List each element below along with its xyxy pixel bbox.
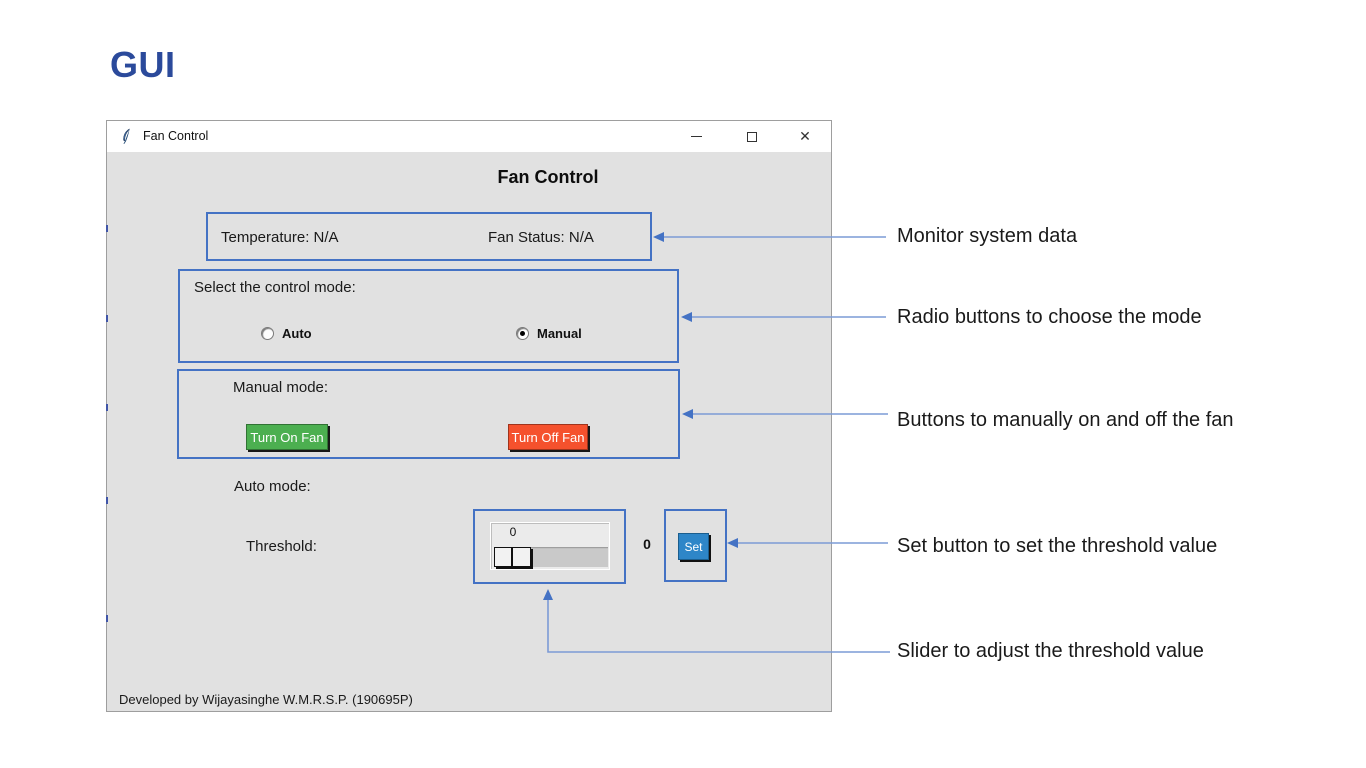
minimize-icon xyxy=(690,136,702,137)
slide-title: GUI xyxy=(110,44,176,85)
manual-mode-box: Manual mode: Turn On Fan Turn Off Fan xyxy=(177,369,680,459)
callout-radio: Radio buttons to choose the mode xyxy=(897,306,1202,328)
fan-status-readout: Fan Status: N/A xyxy=(488,229,594,246)
callout-monitor: Monitor system data xyxy=(897,225,1078,247)
threshold-caption: Threshold: xyxy=(246,538,317,555)
callout-set-button: Set button to set the threshold value xyxy=(897,535,1218,557)
edge-tick xyxy=(106,225,108,232)
close-icon: ✕ xyxy=(799,128,811,144)
minimize-button[interactable] xyxy=(673,121,719,152)
threshold-slider[interactable]: 0 xyxy=(490,522,610,570)
monitor-box: Temperature: N/A Fan Status: N/A xyxy=(206,212,652,261)
callout-slider: Slider to adjust the threshold value xyxy=(897,640,1204,662)
close-button[interactable]: ✕ xyxy=(782,121,828,152)
maximize-icon xyxy=(747,131,757,142)
radio-auto-circle-icon[interactable] xyxy=(261,327,274,340)
edge-tick xyxy=(106,615,108,622)
edge-tick xyxy=(106,404,108,411)
set-box: Set xyxy=(664,509,727,582)
fan-control-window: Fan Control ✕ Fan Control Temperature: N… xyxy=(106,120,832,712)
credit-text: Developed by Wijayasinghe W.M.R.S.P. (19… xyxy=(119,692,413,707)
edge-tick xyxy=(106,315,108,322)
set-button[interactable]: Set xyxy=(678,533,709,560)
radio-manual[interactable]: Manual xyxy=(516,326,582,341)
radio-auto-label: Auto xyxy=(282,326,312,341)
callout-manual-buttons: Buttons to manually on and off the fan xyxy=(897,409,1234,431)
turn-off-fan-button[interactable]: Turn Off Fan xyxy=(508,424,588,450)
radio-manual-label: Manual xyxy=(537,326,582,341)
window-titlebar[interactable]: Fan Control ✕ xyxy=(107,121,831,152)
auto-mode-caption: Auto mode: xyxy=(234,478,311,495)
threshold-value-display: 0 xyxy=(643,536,651,552)
manual-mode-caption: Manual mode: xyxy=(233,379,329,396)
edge-tick xyxy=(106,497,108,504)
mode-select-caption: Select the control mode: xyxy=(194,279,356,296)
slider-box: 0 xyxy=(473,509,626,584)
turn-on-fan-button[interactable]: Turn On Fan xyxy=(246,424,328,450)
slider-value-label: 0 xyxy=(509,525,517,539)
maximize-button[interactable] xyxy=(729,121,775,152)
temperature-readout: Temperature: N/A xyxy=(221,229,339,246)
app-heading: Fan Control xyxy=(497,167,599,187)
mode-select-box: Select the control mode: Auto Manual xyxy=(178,269,679,363)
slider-trough[interactable] xyxy=(494,547,608,567)
window-title: Fan Control xyxy=(143,129,209,143)
radio-auto[interactable]: Auto xyxy=(261,326,312,341)
radio-manual-circle-icon[interactable] xyxy=(516,327,529,340)
python-tkinter-feather-icon xyxy=(123,128,130,144)
slider-handle[interactable] xyxy=(494,547,531,567)
